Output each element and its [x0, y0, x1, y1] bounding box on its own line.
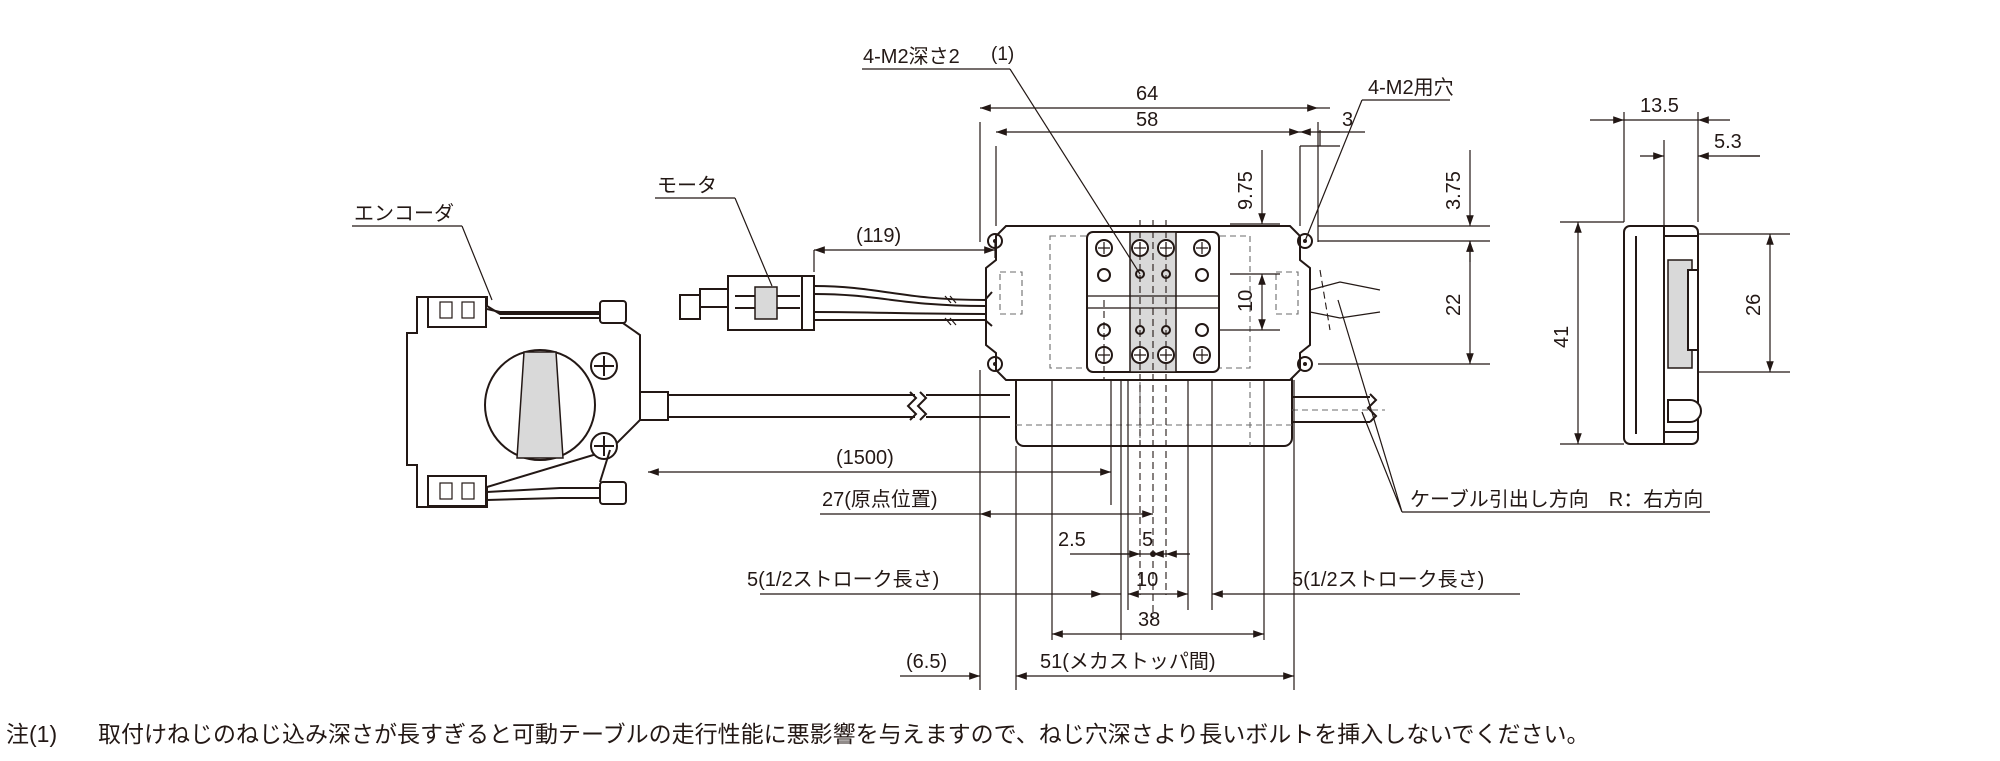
stage-side-view	[1623, 225, 1702, 445]
dim-27-origin: 27(原点位置)	[822, 488, 938, 511]
label-motor: モータ	[657, 174, 717, 197]
dim-10-vertical: 10	[1235, 290, 1257, 312]
encoder-connector	[406, 296, 1010, 508]
dim-41: 41	[1551, 326, 1573, 348]
footnote-text: 取付けねじのねじ込み深さが長すぎると可動テーブルの走行性能に悪影響を与えますので…	[98, 721, 1590, 747]
dim-10-horizontal: 10	[1136, 569, 1158, 591]
stage-top-view	[985, 220, 1385, 620]
label-mount-holes: 4-M2深さ2	[863, 45, 960, 68]
motor-connector	[679, 275, 986, 331]
dim-9-75: 9.75	[1235, 171, 1257, 210]
labels: 4-M2深さ2 (1) 4-M2用穴 モータ エンコーダ ケーブル引出し方向 R…	[354, 44, 1703, 511]
label-encoder: エンコーダ	[354, 202, 454, 225]
corner-holes	[987, 233, 1313, 372]
dim-half-stroke-left: 5(1/2ストローク長さ)	[747, 568, 939, 591]
label-bolt-holes: 4-M2用穴	[1368, 76, 1454, 99]
footnote: 注(1) 取付けねじのねじ込み深さが長すぎると可動テーブルの走行性能に悪影響を与…	[6, 721, 1590, 747]
dim-13-5: 13.5	[1640, 95, 1679, 117]
dimension-values: 64 58 3 9.75 3.75 (119) 10 22 (1500) 27(…	[747, 83, 1765, 673]
dim-6-5: (6.5)	[906, 651, 947, 673]
dim-26: 26	[1743, 294, 1765, 316]
dim-51-stopper: 51(メカストッパ間)	[1040, 651, 1216, 673]
dim-half-stroke-right: 5(1/2ストローク長さ)	[1292, 568, 1484, 591]
dim-22: 22	[1443, 294, 1465, 316]
dimension-lines	[352, 68, 1790, 690]
dim-2-5: 2.5	[1058, 529, 1086, 551]
dim-5-3: 5.3	[1714, 131, 1742, 153]
label-mount-holes-ref: (1)	[991, 44, 1014, 65]
dim-58: 58	[1136, 109, 1158, 131]
dim-119: (119)	[856, 225, 901, 247]
footnote-prefix: 注(1)	[6, 721, 57, 747]
dim-1500: (1500)	[836, 447, 894, 469]
dim-64: 64	[1136, 83, 1158, 105]
cable-entry	[984, 291, 993, 327]
dim-5: 5	[1142, 529, 1153, 551]
dim-3-75: 3.75	[1443, 171, 1465, 210]
dim-3: 3	[1342, 109, 1353, 131]
dim-38: 38	[1138, 609, 1160, 631]
label-cable-direction: ケーブル引出し方向 R：右方向	[1410, 487, 1703, 511]
